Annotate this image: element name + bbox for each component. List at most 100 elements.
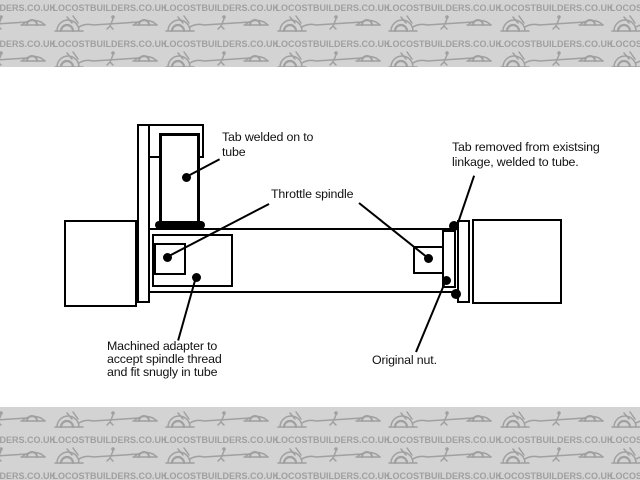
right-linkage-block (472, 219, 562, 304)
watermark-text: LOCOSTBUILDERS.CO.UK (164, 435, 280, 445)
tab-bracket (137, 124, 204, 158)
locost-car-logo (0, 411, 46, 426)
label-tab-welded: Tab welded on to tube (222, 130, 314, 159)
watermark-text: LOCOSTBUILDERS.CO.UK (498, 435, 614, 445)
locost-car-logo (611, 411, 640, 429)
label-throttle-spindle: Throttle spindle (271, 187, 354, 201)
watermark-text: LOCOSTBUILDERS.CO.UK (275, 3, 391, 13)
watermark-text: LOCOSTBUILDERS.CO.UK (0, 471, 57, 480)
watermark-text: LOCOSTBUILDERS.CO.UK (52, 435, 168, 445)
watermark-text: LOCOSTBUILDERS.CO.UK (164, 471, 280, 480)
left-linkage-block (64, 220, 137, 307)
watermark-cell: LOCOSTBUILDERS.CO.UK (164, 49, 275, 67)
watermark-text: LOCOSTBUILDERS.CO.UK (52, 471, 168, 480)
watermark-cell: LOCOSTBUILDERS.CO.UK (610, 445, 640, 480)
watermark-text: LOCOSTBUILDERS.CO.UK (610, 39, 640, 49)
watermark-cell: LOCOSTBUILDERS.CO.UK (53, 0, 168, 15)
watermark-text: LOCOSTBUILDERS.CO.UK (0, 435, 57, 445)
watermark-text: LOCOSTBUILDERS.CO.UK (498, 3, 614, 13)
locost-car-logo (0, 15, 46, 30)
locost-car-logo (53, 51, 158, 67)
locost-car-logo (0, 51, 46, 66)
label-tab-removed: Tab removed from existsing linkage, weld… (452, 140, 600, 169)
watermark-cell: LOCOSTBUILDERS.CO.UK (276, 49, 387, 67)
welded-tab (159, 133, 200, 224)
spindle-end-left (154, 243, 186, 275)
watermark-text: LOCOSTBUILDERS.CO.UK (387, 3, 503, 13)
weld-dot-top (449, 221, 459, 231)
original-nut (442, 230, 456, 288)
leader-line-tab-removed (457, 175, 475, 224)
tab-bracket-step-right (199, 156, 204, 158)
watermark-text: LOCOSTBUILDERS.CO.UK (0, 39, 57, 49)
tab-bracket-step-left (150, 156, 160, 158)
locost-car-logo (53, 411, 158, 429)
locost-car-logo (53, 447, 158, 465)
locost-car-logo (499, 15, 604, 33)
locost-car-logo (276, 15, 381, 33)
watermark-cell: LOCOSTBUILDERS.CO.UK (610, 49, 640, 67)
watermark-text: LOCOSTBUILDERS.CO.UK (387, 471, 503, 480)
watermark-cell: LOCOSTBUILDERS.CO.UK (387, 445, 502, 480)
watermark-text: LOCOSTBUILDERS.CO.UK (498, 39, 614, 49)
locost-car-logo (388, 447, 492, 465)
locost-car-logo (388, 51, 492, 67)
leader-dot-spindle-right (424, 254, 433, 263)
watermark-cell: LOCOSTBUILDERS.CO.UK (276, 409, 391, 447)
watermark-text: LOCOSTBUILDERS.CO.UK (610, 435, 640, 445)
watermark-text: LOCOSTBUILDERS.CO.UK (52, 3, 168, 13)
watermark-cell: LOCOSTBUILDERS.CO.UK (0, 445, 56, 480)
locost-car-logo (165, 15, 269, 33)
locost-car-logo (611, 15, 640, 33)
watermark-cell: LOCOSTBUILDERS.CO.UK (0, 49, 52, 67)
watermark-cell: LOCOSTBUILDERS.CO.UK (610, 0, 640, 15)
watermark-text: LOCOSTBUILDERS.CO.UK (610, 471, 640, 480)
locost-car-logo (499, 447, 604, 465)
watermark-cell: LOCOSTBUILDERS.CO.UK (499, 409, 614, 447)
locost-car-logo (276, 51, 381, 67)
watermark-text: LOCOSTBUILDERS.CO.UK (52, 39, 168, 49)
watermark-text: LOCOSTBUILDERS.CO.UK (275, 471, 391, 480)
diagram-canvas: Tab welded on to tube Throttle spindle T… (0, 67, 640, 407)
watermark-text: LOCOSTBUILDERS.CO.UK (610, 3, 640, 13)
watermark-text: LOCOSTBUILDERS.CO.UK (164, 39, 280, 49)
locost-car-logo (499, 411, 604, 429)
watermark-cell: LOCOSTBUILDERS.CO.UK (276, 0, 391, 15)
right-tab-plate (457, 220, 470, 303)
locost-car-logo (388, 15, 492, 33)
watermark-text: LOCOSTBUILDERS.CO.UK (164, 3, 280, 13)
watermark-cell: LOCOSTBUILDERS.CO.UK (164, 0, 279, 15)
watermark-text: LOCOSTBUILDERS.CO.UK (275, 435, 391, 445)
watermark-text: LOCOSTBUILDERS.CO.UK (498, 471, 614, 480)
watermark-cell: LOCOSTBUILDERS.CO.UK (387, 13, 502, 51)
watermark-cell: LOCOSTBUILDERS.CO.UK (0, 409, 56, 447)
watermark-text: LOCOSTBUILDERS.CO.UK (387, 39, 503, 49)
locost-car-logo (611, 51, 640, 67)
watermark-text: LOCOSTBUILDERS.CO.UK (0, 3, 57, 13)
locost-car-logo (276, 447, 381, 465)
tube-bottom-line (150, 291, 458, 293)
watermark-band-top: LOCOSTBUILDERS.CO.UK LOCOSTBUILDERS.CO.U… (0, 0, 640, 67)
watermark-cell: LOCOSTBUILDERS.CO.UK (387, 409, 502, 447)
watermark-cell: LOCOSTBUILDERS.CO.UK (164, 445, 279, 480)
locost-car-logo (53, 15, 158, 33)
watermark-cell: LOCOSTBUILDERS.CO.UK (387, 0, 502, 15)
locost-car-logo (388, 411, 492, 429)
label-machined-adapter: Machined adapter to accept spindle threa… (107, 339, 222, 379)
watermark-cell: LOCOSTBUILDERS.CO.UK (499, 13, 614, 51)
locost-car-logo (165, 411, 269, 429)
watermark-cell: LOCOSTBUILDERS.CO.UK (53, 409, 168, 447)
watermark-cell: LOCOSTBUILDERS.CO.UK (276, 13, 391, 51)
locost-car-logo (0, 447, 46, 462)
watermark-cell: LOCOSTBUILDERS.CO.UK (164, 13, 279, 51)
watermark-cell: LOCOSTBUILDERS.CO.UK (499, 49, 610, 67)
watermark-cell: LOCOSTBUILDERS.CO.UK (499, 0, 614, 15)
tube-top-line (150, 228, 458, 230)
locost-car-logo (611, 447, 640, 465)
watermark-cell: LOCOSTBUILDERS.CO.UK (276, 445, 391, 480)
weld-dot-bottom (451, 289, 461, 299)
leader-line-spindle-right (358, 202, 429, 259)
locost-car-logo (165, 447, 269, 465)
weld-bead-bar (155, 221, 205, 229)
